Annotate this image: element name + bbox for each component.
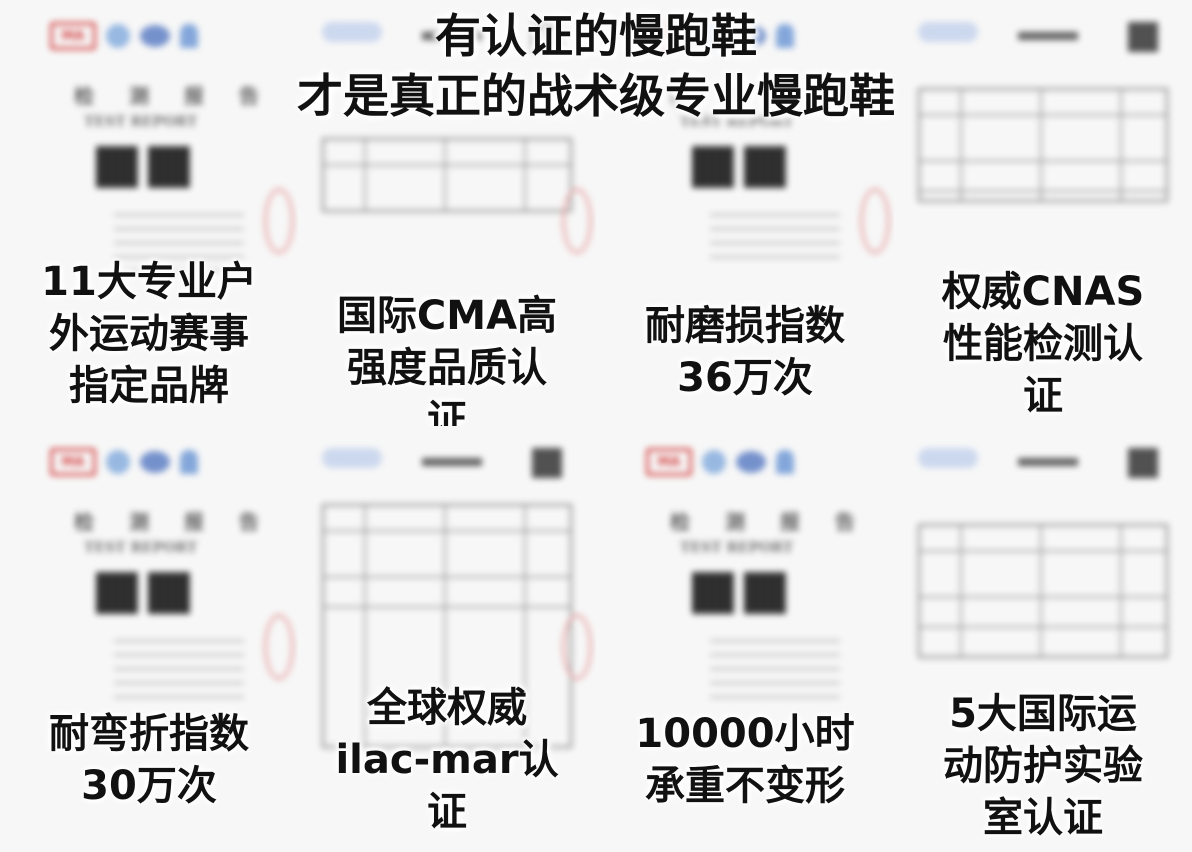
headline: 有认证的慢跑鞋 才是真正的战术级专业慢跑鞋 <box>297 9 895 123</box>
qr-code-icon <box>96 146 190 188</box>
certificate-tile: 5大国际运 动防护实验 室认证 <box>894 426 1192 852</box>
report-subtitle: TEST REPORT <box>680 540 794 556</box>
cma-logo-icon: MA <box>50 22 198 50</box>
blurred-report-table <box>312 434 592 852</box>
cma-logo-icon: MA <box>50 448 198 476</box>
blurred-report-cover: MA 检 测 报 告 TEST REPORT <box>610 8 890 426</box>
blurred-report-cover: MA 检 测 报 告 TEST REPORT <box>14 434 294 852</box>
red-seal-icon <box>264 188 294 254</box>
cma-logo-icon: MA <box>646 22 794 50</box>
red-seal-icon <box>264 614 294 680</box>
qr-code-icon <box>96 572 190 614</box>
certificate-tile: MA 检 测 报 告 TEST REPORT 10000小时 承重不变形 <box>596 426 894 852</box>
report-subtitle: TEST REPORT <box>84 114 198 130</box>
red-seal-icon <box>562 614 592 680</box>
report-title: 检 测 报 告 <box>74 510 273 534</box>
certificate-tile: 国际CMA高 强度品质认 证 <box>298 0 596 426</box>
certificate-tile: 权威CNAS 性能检测认 证 <box>894 0 1192 426</box>
cma-logo-icon: MA <box>646 448 794 476</box>
qr-code-icon <box>692 572 786 614</box>
qr-code-icon <box>692 146 786 188</box>
certificate-tile: MA 检 测 报 告 TEST REPORT 11大专业户 外运动赛事 指定品牌 <box>0 0 298 426</box>
report-title: 检 测 报 告 <box>74 84 273 108</box>
blurred-report-cover: MA 检 测 报 告 TEST REPORT <box>610 434 880 852</box>
report-subtitle: TEST REPORT <box>680 114 794 130</box>
certificate-caption: 全球权威 ilac-mar认 证 <box>335 685 559 835</box>
blurred-report-table <box>312 8 592 426</box>
certificate-caption: 国际CMA高 强度品质认 证 <box>336 293 558 426</box>
blurred-report-table <box>908 8 1178 426</box>
certificate-caption: 耐弯折指数 30万次 <box>49 711 249 809</box>
red-seal-icon <box>860 188 890 254</box>
blurred-report-cover: MA 检 测 报 告 TEST REPORT <box>14 8 294 426</box>
blurred-report-table <box>908 434 1178 852</box>
certificate-caption: 11大专业户 外运动赛事 指定品牌 <box>41 259 257 409</box>
certificate-tile: MA 检 测 报 告 TEST REPORT 耐弯折指数 30万次 <box>0 426 298 852</box>
report-title: 检 测 报 告 <box>670 84 869 108</box>
report-title: 检 测 报 告 <box>670 510 869 534</box>
certificate-caption: 10000小时 承重不变形 <box>635 711 855 809</box>
certificate-tile: MA 检 测 报 告 TEST REPORT 耐磨损指数 36万次 <box>596 0 894 426</box>
red-seal-icon <box>562 188 592 254</box>
certificate-caption: 耐磨损指数 36万次 <box>645 303 845 401</box>
certificate-caption: 权威CNAS 性能检测认 证 <box>941 269 1145 419</box>
certificate-caption: 5大国际运 动防护实验 室认证 <box>943 691 1143 841</box>
certificate-tile: 全球权威 ilac-mar认 证 <box>298 426 596 852</box>
report-subtitle: TEST REPORT <box>84 540 198 556</box>
